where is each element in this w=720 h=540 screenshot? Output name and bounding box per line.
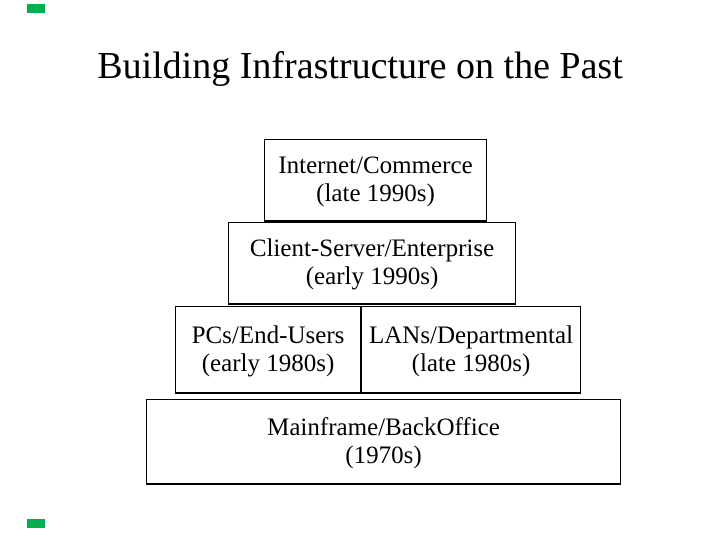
layer-label: Internet/Commerce bbox=[278, 152, 473, 179]
slide-title: Building Infrastructure on the Past bbox=[97, 45, 623, 87]
green-corner-mark-top-left bbox=[27, 4, 45, 13]
layer-label: LANs/Departmental bbox=[368, 321, 574, 349]
layer-box-mainframe-backoffice: Mainframe/BackOffice (1970s) bbox=[146, 399, 621, 485]
layer-era: (late 1980s) bbox=[411, 349, 531, 377]
layer-label: PCs/End-Users bbox=[191, 321, 345, 349]
layer-box-internet-commerce: Internet/Commerce (late 1990s) bbox=[264, 139, 487, 222]
layer-era: (early 1990s) bbox=[305, 263, 439, 290]
layer-box-client-server-enterprise: Client-Server/Enterprise (early 1990s) bbox=[228, 222, 516, 305]
layer-era: (1970s) bbox=[345, 441, 422, 469]
layer-label: Mainframe/BackOffice bbox=[267, 413, 500, 441]
layer-box-lans-departmental: LANs/Departmental (late 1980s) bbox=[361, 306, 581, 394]
layer-era: (late 1990s) bbox=[316, 180, 435, 207]
layer-label: Client-Server/Enterprise bbox=[249, 235, 495, 262]
layer-box-pcs-end-users: PCs/End-Users (early 1980s) bbox=[175, 306, 361, 394]
layer-era: (early 1980s) bbox=[201, 349, 335, 377]
green-corner-mark-bottom-left bbox=[27, 519, 45, 528]
